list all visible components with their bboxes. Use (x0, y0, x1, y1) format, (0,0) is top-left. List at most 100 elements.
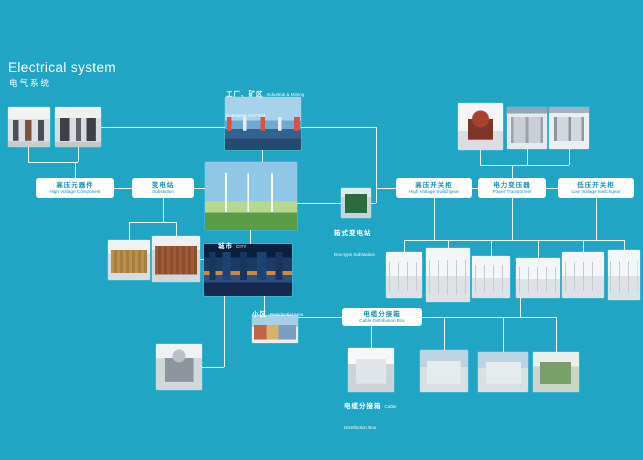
connector-line (264, 296, 265, 315)
connector-line (301, 127, 376, 128)
photo-cable-branch-box (348, 348, 394, 392)
connector-line (512, 198, 513, 240)
photo-wind-farm (205, 162, 297, 230)
caption-box-substation: 箱式变电站Box-type Substation (334, 221, 380, 263)
connector-line (527, 149, 528, 165)
connector-line (480, 165, 569, 166)
connector-line (298, 317, 342, 318)
caption-industrial-port-en: Industrial & Mining Enterprise Oil Field (226, 92, 305, 118)
photo-switchgear-5 (562, 252, 604, 298)
connector-line (503, 317, 504, 352)
connector-line (444, 317, 445, 350)
connector-line (163, 198, 164, 222)
connector-line (546, 188, 558, 189)
connector-line (75, 162, 76, 178)
connector-line (583, 240, 584, 252)
photo-switchgear-3 (472, 256, 510, 298)
photo-outdoor-box-1 (420, 350, 468, 392)
connector-line (129, 222, 176, 223)
connector-line (422, 317, 556, 318)
photo-industrial-port (225, 97, 301, 150)
caption-cable-branch-box-en: Cable Distribution Box (344, 404, 397, 430)
label-substation-zh: 变电站 (151, 181, 175, 189)
photo-switchgear-2 (426, 248, 470, 302)
caption-city-zh: 城市 (218, 243, 233, 250)
photo-switchgear-4 (516, 258, 560, 298)
connector-line (371, 326, 372, 348)
label-high-voltage-component-en: High Voltage Component (49, 189, 101, 195)
label-cable-distribution-box-en: Cable Distribution Box (359, 318, 405, 324)
connector-line (404, 240, 624, 241)
label-substation-en: Substation (152, 189, 174, 195)
label-high-voltage-switchgear-en: High Voltage Switchgear (408, 189, 460, 195)
label-power-transformer-zh: 电力变压器 (493, 181, 531, 189)
label-high-voltage-component-zh: 高压元器件 (56, 181, 94, 189)
photo-container-substation-1 (108, 240, 150, 280)
page-subtitle: 电气系统 (9, 78, 52, 88)
photo-oil-transformer (156, 344, 202, 390)
photo-container-substation-2 (152, 236, 200, 282)
page-title: Electrical system (8, 60, 117, 75)
photo-outdoor-box-2 (478, 352, 528, 392)
caption-residential-area-zh: 小区 (252, 311, 267, 318)
connector-line (101, 127, 225, 128)
photo-hv-components-2 (55, 107, 101, 147)
photo-transformer-cabinet-1 (507, 107, 547, 149)
photo-box-substation (341, 188, 371, 218)
connector-line (371, 203, 376, 204)
connector-line (624, 240, 625, 250)
connector-line (434, 198, 435, 240)
connector-line (262, 150, 263, 162)
label-power-transformer-en: Power Transformer (492, 189, 532, 195)
connector-line (176, 222, 177, 236)
connector-line (78, 147, 79, 162)
connector-line (202, 367, 224, 368)
connector-line (596, 198, 597, 240)
label-low-voltage-switchgear-en: Low Voltage Switchgear (571, 189, 621, 195)
connector-line (376, 127, 377, 203)
connector-line (194, 188, 205, 189)
connector-line (491, 240, 492, 256)
photo-outdoor-box-3 (533, 352, 579, 392)
connector-line (297, 203, 341, 204)
photo-transformer-red (458, 103, 503, 150)
photo-residential-area (252, 315, 298, 343)
connector-line (512, 165, 513, 178)
caption-city-en: CITY (236, 244, 247, 249)
photo-switchgear-1 (386, 252, 422, 298)
connector-line (224, 296, 225, 367)
photo-city-night (204, 244, 292, 296)
photo-switchgear-6 (608, 250, 640, 300)
connector-line (472, 188, 478, 189)
connector-line (114, 188, 132, 189)
label-high-voltage-switchgear-zh: 高压开关柜 (415, 181, 453, 189)
connector-line (569, 149, 570, 165)
connector-line (520, 298, 521, 317)
photo-hv-components-1 (8, 107, 50, 147)
connector-line (404, 240, 405, 252)
caption-cable-branch-box-zh: 电缆分接箱 (344, 403, 382, 410)
label-low-voltage-switchgear-zh: 低压开关柜 (577, 181, 615, 189)
label-cable-distribution-box-zh: 电缆分接箱 (363, 310, 401, 318)
caption-residential-area-en: Residential Area (270, 312, 304, 317)
caption-box-substation-en: Box-type Substation (334, 251, 376, 257)
connector-line (28, 147, 29, 162)
connector-line (556, 317, 557, 352)
connector-line (448, 240, 449, 248)
connector-line (480, 150, 481, 165)
connector-line (250, 230, 251, 244)
connector-line (28, 162, 78, 163)
connector-line (538, 240, 539, 258)
connector-line (376, 188, 396, 189)
photo-transformer-cabinet-2 (549, 107, 589, 149)
